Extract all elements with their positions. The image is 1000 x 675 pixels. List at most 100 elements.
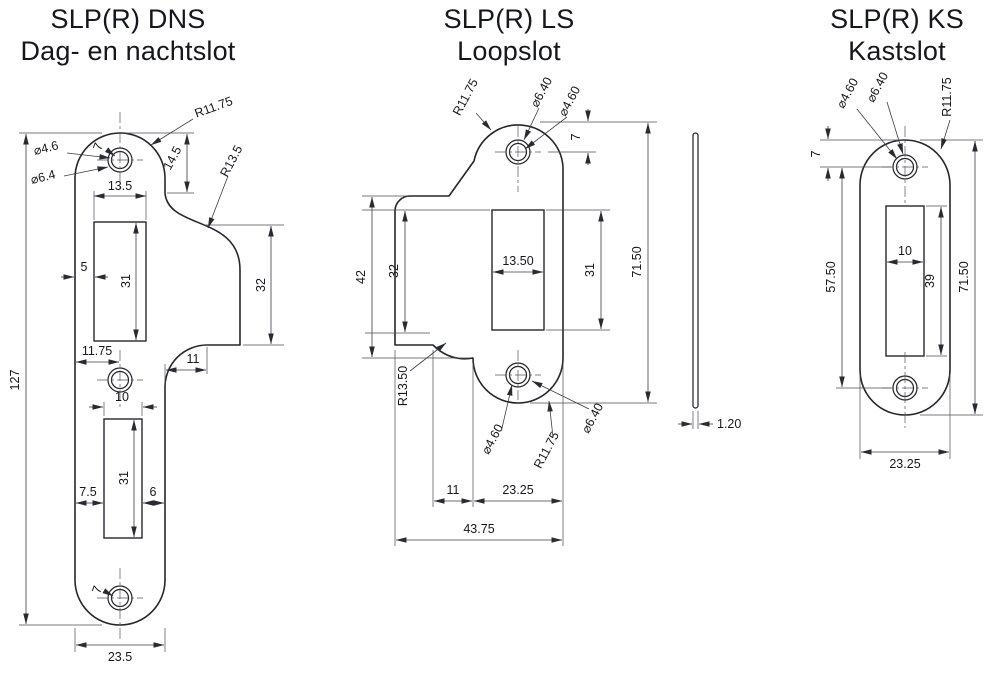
ls-wing-height-inner-label: 32 bbox=[387, 264, 401, 278]
titles: SLP(R) DNS Dag- en nachtslot SLP(R) LS L… bbox=[20, 4, 963, 66]
ls-view: 7 42 32 13.50 31 bbox=[354, 75, 741, 546]
dns-dim-cutout-top-width: 13.5 bbox=[93, 179, 147, 220]
dns-cutout-bottom-inset-right-label: 6 bbox=[150, 485, 157, 499]
dns-lip-height-label: 32 bbox=[254, 278, 268, 292]
ks-hole-dia-inner-label: ⌀4.60 bbox=[834, 76, 861, 111]
dns-dim-cutout-bottom-width: 10 bbox=[89, 390, 157, 416]
dns-lip-radius-label: R13.5 bbox=[217, 143, 245, 179]
ks-dim-hole-spacing: 57.50 bbox=[824, 167, 891, 389]
ls-hole-top-offset-label: 7 bbox=[569, 133, 583, 140]
dns-view: 13.5 5 31 32 11.75 11 bbox=[8, 94, 284, 664]
ls-thickness-label: 1.20 bbox=[717, 417, 741, 431]
ks-dim-cutout-height: 39 bbox=[923, 205, 947, 357]
dns-cutout-top-height-label: 31 bbox=[119, 274, 133, 288]
dns-dim-cutout-bottom-height: 31 bbox=[117, 419, 137, 538]
ls-dim-total-length: 71.50 bbox=[530, 122, 657, 404]
ls-dim-lobe-width: 23.25 bbox=[473, 363, 564, 546]
dns-dim-lip-height: 32 bbox=[206, 224, 284, 346]
dns-hole-top-offset-label: 7 bbox=[90, 141, 106, 152]
dns-dim-hole-bottom-offset: 7 bbox=[89, 584, 114, 597]
dns-corner-radius-label: R11.75 bbox=[193, 94, 235, 121]
ls-corner-radius-bottom-label: R11.75 bbox=[531, 429, 562, 470]
dns-cutout-top-inset-label: 5 bbox=[81, 260, 88, 274]
ls-title-model: SLP(R) LS bbox=[444, 4, 575, 34]
ls-leader-fillet-radius: R13.50 bbox=[396, 342, 447, 406]
dns-leader-lip-radius: R13.5 bbox=[207, 143, 246, 229]
ls-total-width-label: 43.75 bbox=[463, 522, 494, 536]
dns-cutout-bottom-width-label: 10 bbox=[115, 390, 129, 404]
ls-corner-radius-top-label: R11.75 bbox=[450, 76, 481, 117]
ls-dim-wing-height-outer: 42 bbox=[354, 195, 468, 359]
ls-cutout-width-label: 13.50 bbox=[502, 254, 533, 268]
dns-dim-cutout-top-height: 31 bbox=[119, 222, 139, 341]
ks-hole-top-offset-label: 7 bbox=[809, 150, 823, 157]
dns-plate-width-label: 23.5 bbox=[108, 650, 132, 664]
ls-dim-wing-height-inner: 32 bbox=[362, 209, 490, 334]
ls-side-view: 1.20 bbox=[678, 132, 741, 431]
dns-total-length-label: 127 bbox=[8, 370, 22, 391]
ks-title-name: Kastslot bbox=[848, 36, 946, 66]
ls-dim-total-width: 43.75 bbox=[394, 350, 563, 546]
ks-dim-cutout-width: 10 bbox=[886, 244, 924, 265]
ls-title-name: Loopslot bbox=[457, 36, 561, 66]
ls-leader-hole-dia-outer-bottom: ⌀6.40 bbox=[531, 380, 606, 435]
dns-cutout-bottom-height-label: 31 bbox=[117, 471, 131, 485]
dns-dim-hole-top-offset: 7 bbox=[90, 141, 116, 157]
ls-lobe-width-label: 23.25 bbox=[502, 483, 533, 497]
ks-dim-plate-width: 23.25 bbox=[859, 374, 951, 471]
dns-dim-cutout-bottom-inset-left: 7.5 bbox=[75, 485, 104, 506]
ks-cutout bbox=[885, 205, 925, 357]
dns-dim-cutout-bottom-inset-right: 6 bbox=[142, 485, 165, 506]
ls-dim-fillet-width: 11 bbox=[432, 350, 474, 507]
ks-plate-width-label: 23.25 bbox=[889, 457, 920, 471]
dns-centerlines bbox=[97, 112, 143, 640]
dns-bottom-cutout bbox=[103, 418, 143, 539]
ls-leader-hole-dia-inner-bottom: ⌀4.60 bbox=[479, 384, 513, 457]
dns-dim-mid-hole-inset: 11.75 bbox=[75, 344, 120, 365]
ls-total-length-label: 71.50 bbox=[630, 246, 644, 277]
ks-dim-hole-top-offset: 7 bbox=[809, 126, 903, 181]
ks-cutout-height-label: 39 bbox=[923, 274, 937, 288]
ks-title-model: SLP(R) KS bbox=[830, 4, 964, 34]
dns-dim-total-length: 127 bbox=[8, 132, 102, 626]
dns-title-name: Dag- en nachtslot bbox=[20, 36, 235, 66]
ls-hole-dia-inner-top-label: ⌀4.60 bbox=[556, 84, 583, 119]
dns-dim-cutout-top-inset: 5 bbox=[61, 260, 108, 280]
dns-mid-hole-inset-label: 11.75 bbox=[82, 344, 112, 358]
ks-corner-radius-label: R11.75 bbox=[940, 77, 954, 116]
ks-plate-outline bbox=[859, 139, 951, 416]
ks-leader-corner-radius: R11.75 bbox=[940, 77, 954, 150]
ls-hole-dia-inner-bottom-label: ⌀4.60 bbox=[479, 422, 506, 457]
ks-hole-spacing-label: 57.50 bbox=[824, 261, 838, 292]
ks-leader-hole-dia-inner: ⌀4.60 bbox=[834, 76, 898, 160]
ls-wing-height-outer-label: 42 bbox=[354, 270, 368, 284]
dns-lip-offset-label: 14.5 bbox=[161, 144, 185, 172]
ks-dim-total-length: 71.50 bbox=[920, 139, 983, 416]
ks-hole-dia-outer-label: ⌀6.40 bbox=[864, 70, 891, 105]
ls-plate-outline bbox=[394, 124, 564, 404]
dns-dim-plate-width: 23.5 bbox=[74, 628, 166, 664]
ls-side-view-profile bbox=[692, 132, 699, 409]
ls-hole-dia-outer-top-label: ⌀6.40 bbox=[528, 75, 555, 110]
ks-centerlines bbox=[882, 126, 928, 428]
ls-leader-corner-radius-bottom: R11.75 bbox=[531, 400, 562, 471]
ls-dim-hole-top-offset: 7 bbox=[540, 109, 657, 165]
ls-centerlines bbox=[495, 126, 541, 400]
dns-leader-hole-dia-inner: ⌀4.6 bbox=[32, 138, 111, 160]
ls-leader-corner-radius-top: R11.75 bbox=[450, 76, 492, 131]
ls-dim-cutout-height: 31 bbox=[546, 209, 610, 331]
ls-cutout bbox=[491, 209, 545, 331]
ls-cutout-height-label: 31 bbox=[583, 263, 597, 277]
dns-leader-hole-dia-outer: ⌀6.4 bbox=[29, 166, 109, 187]
dns-dim-lip-offset: 14.5 bbox=[126, 132, 194, 194]
ls-fillet-radius-label: R13.50 bbox=[396, 366, 410, 406]
dns-plate-outline bbox=[74, 132, 241, 626]
dns-title-model: SLP(R) DNS bbox=[50, 4, 205, 34]
dns-dim-lip-fillet-width: 11 bbox=[164, 347, 208, 385]
ls-dim-cutout-width: 13.50 bbox=[492, 254, 544, 275]
dns-hole-dia-inner-label: ⌀4.6 bbox=[32, 138, 60, 158]
ks-view: 7 57.50 10 39 71.50 bbox=[809, 70, 983, 471]
dns-cutout-top-width-label: 13.5 bbox=[108, 179, 132, 193]
